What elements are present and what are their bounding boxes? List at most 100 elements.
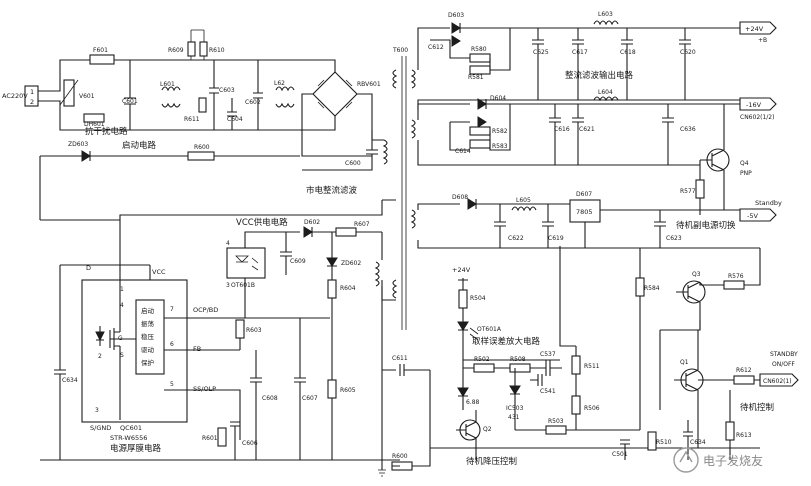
pin-2: 2 — [98, 353, 102, 360]
transistor-Q2: Q2 — [483, 426, 492, 433]
res-R583: R583 — [492, 143, 508, 150]
cap-C501: C501 — [612, 451, 628, 458]
pin-ss-label: SS/OLP — [193, 385, 216, 393]
res-R502: R502 — [474, 356, 490, 363]
ac-input-label: AC220V — [2, 92, 28, 100]
diode-D602: D602 — [304, 219, 320, 226]
watermark: 电子发烧友 — [673, 447, 763, 473]
block-standby-ctrl: 待机控制 — [740, 402, 774, 413]
regulator-7805: 7805 — [576, 208, 593, 216]
cap-C541: C541 — [540, 388, 556, 395]
output-cn602b-label: CN602(1) — [763, 378, 792, 385]
pin-7: 7 — [170, 306, 174, 313]
cap-C616: C616 — [554, 126, 570, 133]
block-mains-rectifier: 市电整流滤波 — [306, 185, 358, 196]
res-R508: R508 — [510, 356, 526, 363]
block-sampling-amp: 取样误差放大电路 — [472, 336, 541, 347]
mains-rectifier-section: RBV601 C600 市电整流滤波 — [300, 59, 388, 196]
inductor-L605: L605 — [516, 197, 531, 204]
standby-switch-section: Q4 PNP R577 Standby -5V 待机副电源切换 — [676, 104, 782, 231]
output-5v-label: -5V — [747, 212, 758, 220]
diode-D608: D608 — [452, 194, 468, 201]
vcc-supply-section: VCC供电电路 4 3 OT601B D602 R607 C609 ZD602 … — [186, 217, 431, 477]
sampling-amp-section: +24V R504 OT601A 取样误差放大电路 R502 R508 C537… — [430, 246, 760, 467]
block-vcc-supply: VCC供电电路 — [236, 217, 288, 228]
ic-IC503-431: 431 — [508, 414, 520, 421]
block-rectified-output: 整流滤波输出电路 — [565, 70, 634, 81]
pin-D-label: D — [86, 264, 91, 272]
cap-C620: C620 — [680, 49, 696, 56]
cap-C623: C623 — [666, 235, 682, 242]
res-R600b: R600 — [392, 453, 408, 460]
block-ic-desc: 电源厚膜电路 — [110, 443, 162, 454]
output-24v-label: +24V — [745, 25, 764, 33]
cap-C621: C621 — [579, 126, 595, 133]
cap-C602: C602 — [245, 99, 261, 106]
res-R582: R582 — [492, 128, 508, 135]
output-16v-label: -16V — [746, 101, 762, 109]
power-ic-section: D VCC 1 4 2 3 7 6 5 G S S/GND 启动 振荡 稳压 驱… — [40, 264, 400, 461]
res-R613: R613 — [736, 432, 752, 439]
ic-inner-2: 振荡 — [141, 319, 155, 328]
transistor-Q3: Q3 — [692, 271, 701, 278]
ic-inner-4: 驱动 — [141, 346, 155, 354]
res-R605: R605 — [340, 387, 356, 394]
output-bplus-label: +B — [758, 37, 767, 44]
output-16v-section: D604 L604 R582 C614 R583 C616 C621 C636 … — [417, 89, 777, 166]
pin-6: 6 — [170, 341, 174, 348]
bridge-RBV601: RBV601 — [357, 81, 381, 88]
ic-inner-3: 稳压 — [141, 332, 155, 341]
res-R576: R576 — [728, 273, 744, 280]
diode-D604: D604 — [490, 95, 506, 102]
cap-C606: C606 — [242, 440, 258, 447]
cap-C634: C634 — [62, 377, 78, 384]
zener-6v88: 6.88 — [466, 399, 480, 406]
ac-pin-1: 1 — [30, 88, 34, 96]
cap-C636: C636 — [680, 126, 696, 133]
pin-S: S — [120, 352, 124, 359]
cap-C618: C618 — [620, 49, 636, 56]
choke-L601: L601 — [160, 81, 175, 88]
cap-C601: C601 — [122, 98, 138, 105]
cap-C634b: C634 — [690, 439, 706, 446]
ic-inner-1: 启动 — [141, 306, 155, 315]
res-R577: R577 — [680, 188, 696, 195]
pin-5: 5 — [170, 381, 174, 388]
cap-C604: C604 — [227, 116, 243, 123]
cap-C607: C607 — [302, 395, 318, 402]
diode-D603: D603 — [448, 12, 464, 19]
pin-fb-label: FB — [193, 345, 201, 353]
varistor-V601: V601 — [79, 93, 95, 100]
ic-part-number: STR-W6556 — [110, 434, 147, 442]
cap-C609: C609 — [290, 258, 306, 265]
ic-IC503: IC503 — [506, 405, 524, 412]
pin-4: 4 — [120, 302, 124, 309]
res-R609: R609 — [168, 47, 184, 54]
res-R611: R611 — [184, 116, 200, 123]
transistor-Q4: Q4 — [740, 160, 749, 167]
output-cn602a-label: CN602(1/2) — [740, 114, 774, 121]
cap-C612: C612 — [428, 44, 444, 51]
oc-pin-4: 4 — [226, 240, 230, 247]
cap-C600: C600 — [345, 160, 361, 167]
oc-pin-3: 3 — [226, 282, 230, 289]
watermark-text: 电子发烧友 — [703, 453, 763, 468]
transistor-Q1: Q1 — [680, 359, 689, 366]
cap-C619: C619 — [548, 235, 564, 242]
block-startup: 启动电路 — [122, 140, 157, 151]
res-R600: R600 — [194, 144, 210, 151]
res-R510: R510 — [656, 439, 672, 446]
startup-section: ZD603 R600 启动电路 — [39, 140, 383, 265]
pin-sgnd-label: S/GND — [90, 424, 111, 432]
res-R503: R503 — [548, 418, 564, 425]
output-5v-section: D608 L605 D607 7805 C622 C619 C623 — [417, 191, 760, 249]
sampling-24v-label: +24V — [452, 266, 471, 274]
ac-pin-2: 2 — [30, 98, 34, 106]
res-R607: R607 — [354, 221, 370, 228]
cap-C603: C603 — [219, 87, 235, 94]
zener-ZD602: ZD602 — [341, 260, 361, 267]
DH601: DH601 — [84, 121, 105, 128]
res-R511: R511 — [584, 363, 600, 370]
standby-label-1: STANDBY — [770, 351, 798, 358]
